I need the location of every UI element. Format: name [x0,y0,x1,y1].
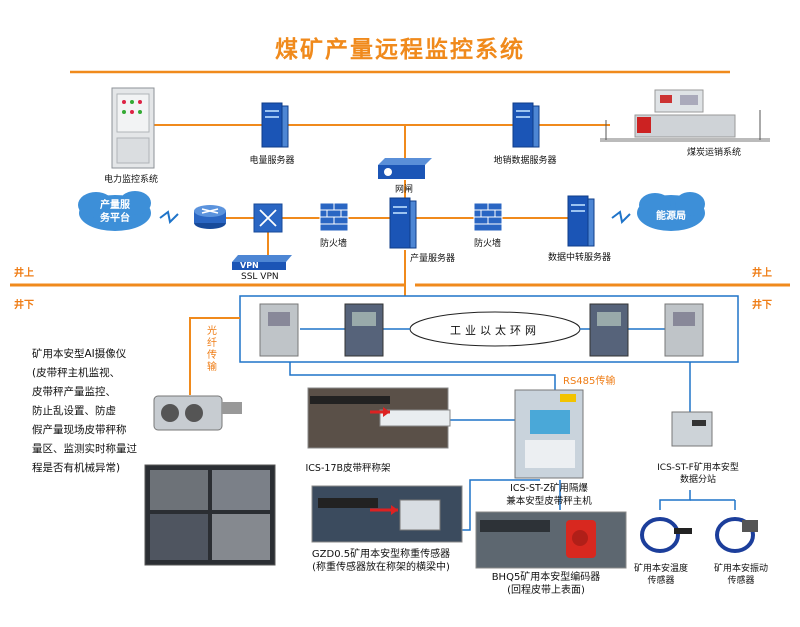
monitor-screens-icon [144,464,276,566]
server-icon-power [261,102,289,148]
camera-description: 矿用本安型AI摄像仪 (皮带秤主机监视、 皮带秤产量监控、 防止乱设置、防虚 假… [32,348,137,474]
switch-box-icon-2 [344,303,384,357]
router-icon [194,205,226,229]
label-substation: ICS-ST-F矿用本安型 数据分站 [657,463,739,485]
label-temp-sensor: 矿用本安温度 传感器 [633,564,689,586]
server-icon-transfer [567,195,595,247]
label-firewall-left: 防火墙 [320,239,348,249]
zone-above-right: 井上 [752,268,772,279]
label-host: ICS-ST-Z矿用隔爆 兼本安型皮带秤主机 [506,483,592,507]
substation-icon [671,411,713,447]
switch-icon [253,203,283,233]
host-box-icon [514,389,584,479]
switch-box-icon-3 [589,303,629,357]
label-gateway: 网闸 [395,185,414,195]
label-vpn: SSL VPN [241,272,279,282]
load-sensor-icon [311,485,463,543]
label-power-server: 电量服务器 [249,156,295,166]
vpn-badge: VPN [240,261,259,270]
temp-sensor-icon [640,517,692,553]
encoder-icon [475,511,627,569]
wireless-icon-right [611,210,631,225]
firewall-icon-left [319,202,349,232]
label-coal-transport: 煤炭运销系统 [686,148,742,158]
label-encoder: BHQ5矿用本安型编码器 (回程皮带上表面) [491,572,601,596]
diagram-title: 煤矿产量远程监控系统 [275,37,525,63]
switch-box-icon-4 [664,303,704,357]
label-vib-sensor: 矿用本安振动 传感器 [713,564,769,586]
conveyor-icon [307,387,451,449]
label-firewall-right: 防火墙 [474,239,502,249]
switch-box-icon-1 [259,303,299,357]
vpn-icon [232,255,292,270]
zone-below-right: 井下 [752,300,772,311]
label-ring-network: 工业以太环网 [450,324,540,337]
label-belt-frame: ICS-17B皮带秤称架 [305,463,391,474]
label-cloud-right: 能源局 [656,211,686,222]
firewall-icon-right [473,202,503,232]
label-transfer-server: 数据中转服务器 [548,253,612,263]
ring-network-box [239,295,739,363]
cloud-icon-left [78,191,151,231]
label-load-sensor: GZD0.5矿用本安型称重传感器 (称重传感器放在称架的横梁中) [311,549,451,573]
label-fiber: 光 纤 传 输 [207,326,217,373]
truck-scale-icon [600,89,770,142]
server-icon-sales [512,102,540,148]
vib-sensor-icon [715,517,758,553]
cabinet-icon [111,87,155,169]
wireless-icon-left [159,210,179,225]
cloud-icon-right [637,192,705,231]
label-production-server: 产量服务器 [410,254,456,264]
label-cloud-left: 产量服 务平台 [100,200,130,224]
zone-above-left: 井上 [14,268,34,279]
label-sales-server: 地销数据服务器 [493,156,557,166]
gateway-icon [378,158,432,179]
server-icon-production [389,197,417,249]
zone-below-left: 井下 [14,300,34,311]
label-power-monitor: 电力监控系统 [103,175,159,185]
camera-icon [153,395,242,431]
label-rs485: RS485传输 [563,376,616,387]
